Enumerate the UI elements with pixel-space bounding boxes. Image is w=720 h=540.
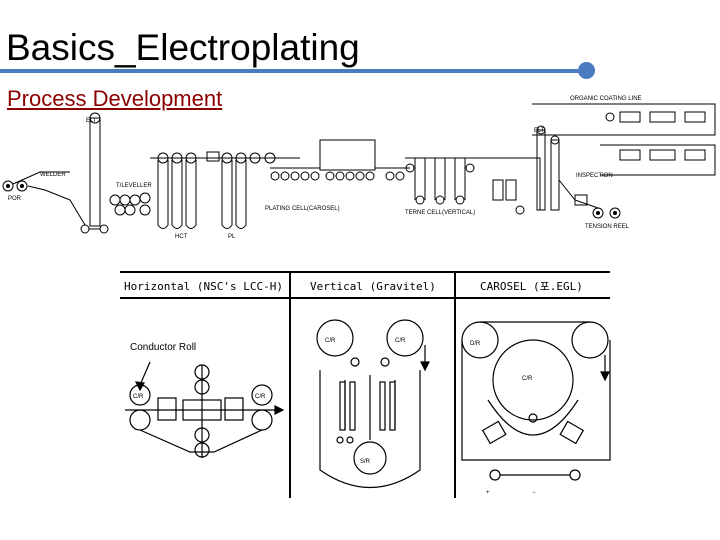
hct-label: HCT (175, 234, 188, 240)
plus-sign: + (486, 490, 490, 496)
horizontal-cell-diagram (125, 361, 285, 458)
pl-label: PL (228, 234, 236, 240)
header-horizontal: Horizontal (NSC's LCC-H) (124, 280, 283, 293)
process-line-diagram (2, 103, 716, 234)
title-underline-dot (578, 62, 595, 79)
elt-right-label: ELT (534, 128, 545, 134)
cr-label-v1: C/R (325, 338, 336, 344)
minus-sign: − (532, 490, 536, 496)
inspection-label: INSPECTION (576, 173, 613, 179)
carosel-cell-diagram (461, 321, 611, 481)
terne-cell-label: TERNE CELL(VERTICAL) (405, 210, 475, 216)
conductor-roll-label: Conductor Roll (130, 342, 196, 353)
elt-label: ELT (86, 118, 97, 124)
welder-label: WELDER (40, 172, 66, 178)
header-vertical: Vertical (Gravitel) (310, 280, 436, 293)
vertical-cell-diagram (316, 319, 430, 488)
tleveller-label: T/LEVELLER (116, 183, 152, 189)
cr-label-h1: C/R (133, 394, 144, 400)
cr-label-h2: C/R (255, 394, 266, 400)
slide-title: Basics_Electroplating (6, 27, 360, 68)
slide-subtitle: Process Development (7, 86, 223, 111)
sr-label: S/R (360, 459, 371, 465)
dr-label: D/R (470, 341, 481, 347)
cell-types-table (120, 271, 610, 498)
cr-label-c: C/R (522, 376, 533, 382)
organic-coating-line-label: ORGANIC COATING LINE (570, 96, 642, 102)
header-carosel: CAROSEL (포.EGL) (480, 280, 583, 293)
cr-label-v2: C/R (395, 338, 406, 344)
plating-cell-label: PLATING CELL(CAROSEL) (265, 206, 340, 212)
title-underline (0, 69, 588, 73)
por-label: POR (8, 196, 22, 202)
tension-reel-label: TENSION REEL (585, 224, 630, 230)
